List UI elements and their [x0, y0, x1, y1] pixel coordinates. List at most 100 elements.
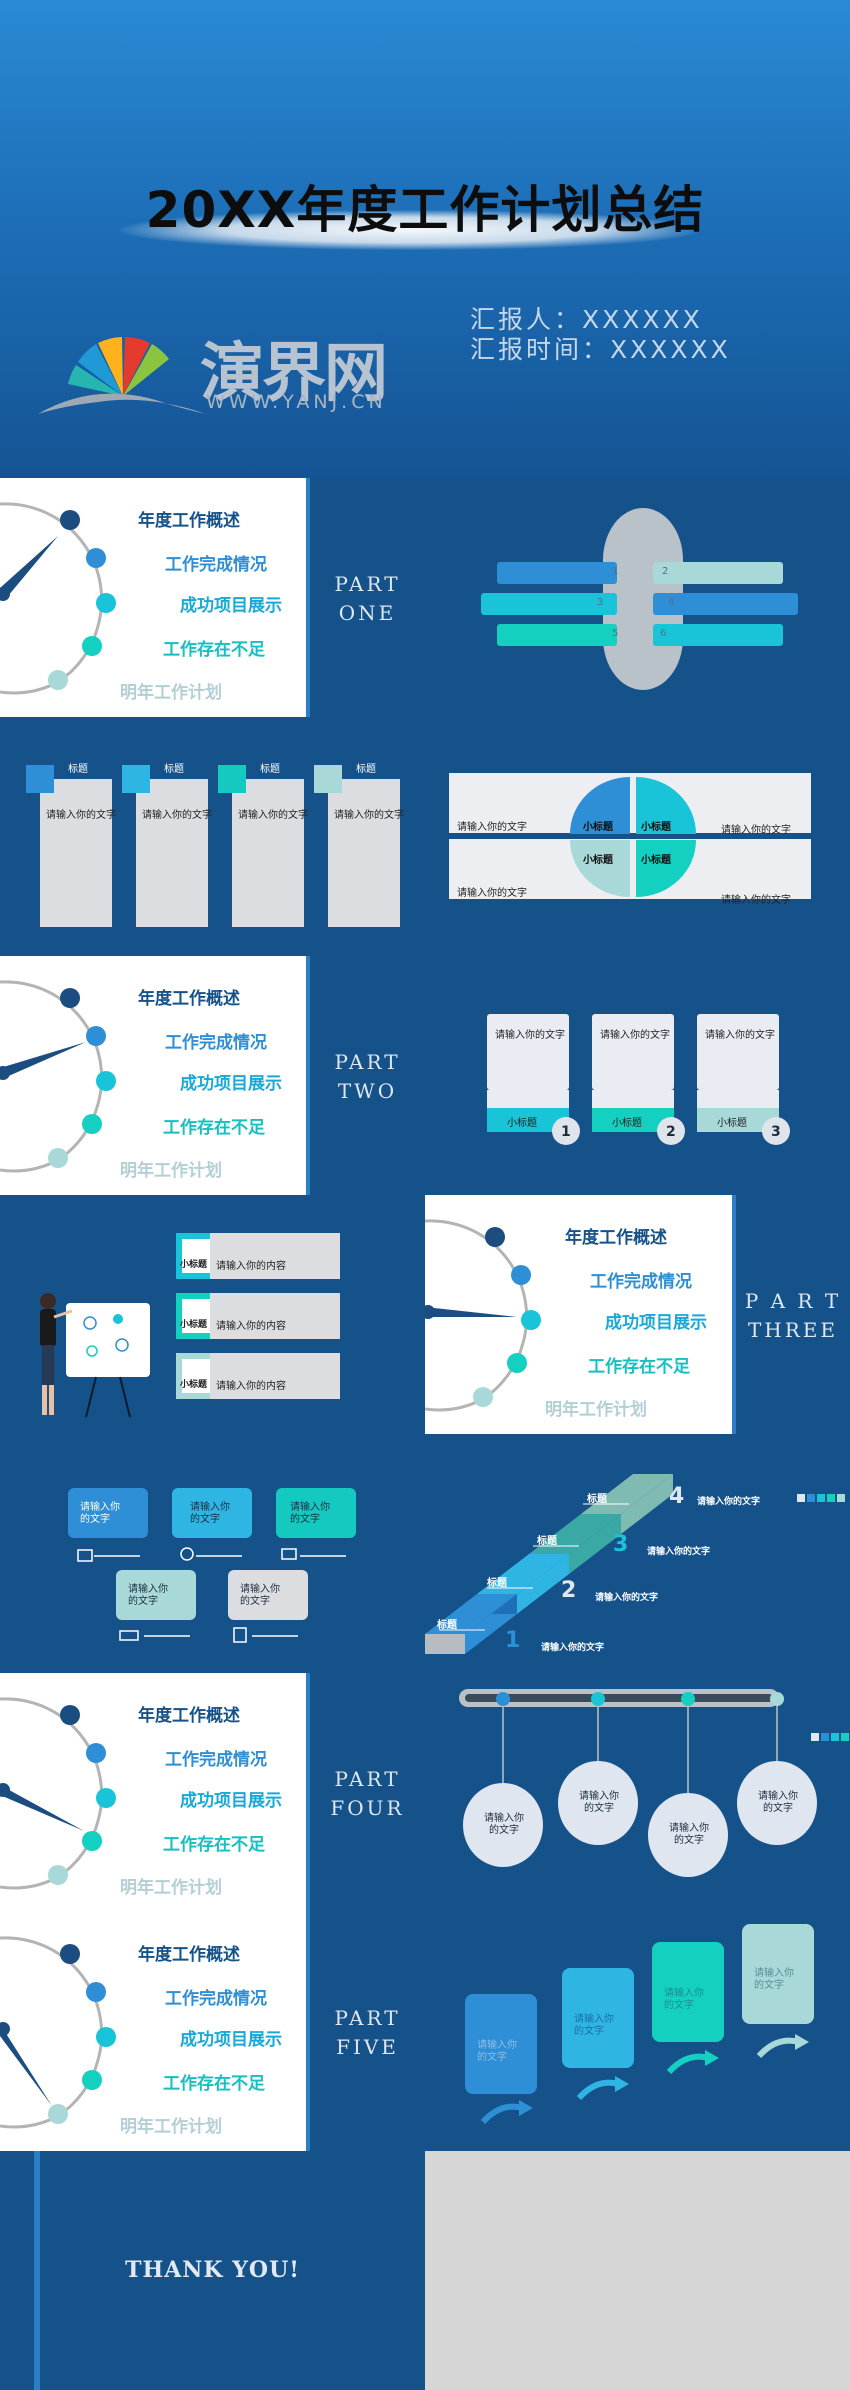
cover-slide: 20XX年度工作计划总结 汇报人：XXXXXX 汇报时间：XXXXXX 演界网 … [0, 0, 850, 478]
agenda-slide-3: 年度工作概述 工作完成情况 成功项目展示 工作存在不足 明年工作计划 [425, 1195, 732, 1434]
arrow-box-text-3: 请输入你的文字 [664, 1988, 704, 2011]
presenter-text-3: 请输入你的内容 [216, 1381, 286, 1392]
quad-center-1: 小标题 [583, 822, 613, 833]
menu-item-projects: 成功项目展示 [180, 1791, 282, 1811]
card-number-3: 3 [771, 1124, 781, 1140]
menu-item-overview: 年度工作概述 [565, 1228, 667, 1248]
menu-item-completion: 工作完成情况 [165, 1750, 267, 1770]
stair-number-4: 4 [669, 1484, 685, 1509]
presenter-tag-1: 小标题 [180, 1260, 208, 1270]
icon-box-text-5: 请输入你的文字 [240, 1584, 280, 1607]
menu-item-shortfalls: 工作存在不足 [163, 1118, 265, 1138]
bar-label-4: 4 [668, 597, 675, 608]
stairs-graphic [425, 1474, 845, 1654]
quad-center-3: 小标题 [583, 855, 613, 866]
icon-box-text-2: 请输入你的文字 [190, 1502, 230, 1525]
bar-label-5: 5 [612, 628, 619, 639]
presenter-text-1: 请输入你的内容 [216, 1261, 286, 1272]
menu-item-overview: 年度工作概述 [138, 1945, 240, 1965]
stair-label-1: 标题 [437, 1620, 457, 1631]
bars-slide: 1 2 3 4 5 6 [425, 478, 850, 717]
quad-center-2: 小标题 [641, 822, 671, 833]
arrow-box-text-2: 请输入你的文字 [574, 2014, 614, 2037]
quadrant-slide: 请输入你的文字 请输入你的文字 请输入你的文字 请输入你的文字 小标题 小标题 … [425, 717, 850, 956]
arrow-box-text-1: 请输入你的文字 [477, 2040, 517, 2063]
quad-text-4: 请输入你的文字 [721, 895, 791, 906]
menu-item-completion: 工作完成情况 [165, 1033, 267, 1053]
clock-dial [425, 1219, 541, 1412]
stair-text-1: 请输入你的文字 [541, 1643, 605, 1653]
quadrant-graphic [449, 773, 811, 899]
title-label-3: 标题 [260, 764, 280, 775]
title-highlight [120, 210, 700, 250]
bar-label-2: 2 [662, 566, 669, 577]
stair-label-2: 标题 [487, 1578, 507, 1589]
menu-item-next-plan: 明年工作计划 [545, 1400, 647, 1420]
arrows-slide: 请输入你的文字 请输入你的文字 请输入你的文字 请输入你的文字 [425, 1912, 850, 2151]
title-label-4: 标题 [356, 764, 376, 775]
stair-text-2: 请输入你的文字 [595, 1593, 659, 1603]
quad-text-2: 请输入你的文字 [721, 825, 791, 836]
clock-dial [0, 502, 116, 695]
cover-title: 20XX年度工作计划总结 [145, 181, 705, 239]
stair-number-1: 1 [505, 1628, 521, 1653]
stair-number-2: 2 [561, 1578, 577, 1603]
card-number-1: 1 [561, 1124, 571, 1140]
timeline-slide: 请输入你的文字 请输入你的文字 请输入你的文字 请输入你的文字 [425, 1673, 850, 1912]
menu-item-completion: 工作完成情况 [590, 1272, 692, 1292]
menu-item-next-plan: 明年工作计划 [120, 1878, 222, 1898]
menu-item-projects: 成功项目展示 [605, 1313, 707, 1333]
stair-text-4: 请输入你的文字 [697, 1497, 761, 1507]
reporter-info: 汇报人：XXXXXX 汇报时间：XXXXXX [470, 305, 731, 365]
cards-graphic [487, 1014, 790, 1145]
menu-item-overview: 年度工作概述 [138, 511, 240, 531]
timeline-text-4: 请输入你的文字 [758, 1791, 798, 1814]
arrows-graphic [465, 1924, 814, 2125]
cards-slide: 请输入你的文字 请输入你的文字 请输入你的文字 小标题 小标题 小标题 1 2 … [425, 956, 850, 1195]
logo-fan-icon [38, 337, 206, 414]
card-text-2: 请输入你的文字 [600, 1030, 670, 1041]
quad-text-3: 请输入你的文字 [457, 888, 527, 899]
menu-item-completion: 工作完成情况 [165, 1989, 267, 2009]
menu-item-shortfalls: 工作存在不足 [588, 1357, 690, 1377]
card-text-1: 请输入你的文字 [495, 1030, 565, 1041]
timeline-text-2: 请输入你的文字 [579, 1791, 619, 1814]
card-subtitle-3: 小标题 [717, 1118, 747, 1129]
accent-stripe [34, 2151, 40, 2390]
title-text-4: 请输入你的文字 [334, 810, 404, 821]
titles-graphic [26, 765, 400, 927]
timeline-graphic [459, 1689, 849, 1877]
menu-item-next-plan: 明年工作计划 [120, 2117, 222, 2137]
stair-label-4: 标题 [587, 1494, 607, 1505]
menu-item-projects: 成功项目展示 [180, 1074, 282, 1094]
reporter-line: 汇报人：XXXXXX [470, 305, 703, 334]
card-subtitle-2: 小标题 [612, 1118, 642, 1129]
presenter-graphic [40, 1233, 340, 1418]
card-number-2: 2 [666, 1124, 676, 1140]
icon-box-text-1: 请输入你的文字 [80, 1502, 120, 1525]
empty-slide [425, 2151, 850, 2390]
thank-you-text: THANK YOU! [125, 2257, 300, 2283]
agenda-slide-2: 年度工作概述 工作完成情况 成功项目展示 工作存在不足 明年工作计划 [0, 956, 306, 1195]
bar-label-1: 1 [612, 566, 619, 577]
agenda-slide-4: 年度工作概述 工作完成情况 成功项目展示 工作存在不足 明年工作计划 [0, 1673, 306, 1912]
presenter-tag-2: 小标题 [180, 1320, 208, 1330]
menu-item-shortfalls: 工作存在不足 [163, 1835, 265, 1855]
card-text-3: 请输入你的文字 [705, 1030, 775, 1041]
presenter-slide: 小标题 小标题 小标题 请输入你的内容 请输入你的内容 请输入你的内容 [0, 1195, 425, 1434]
quad-text-1: 请输入你的文字 [457, 822, 527, 833]
quad-center-4: 小标题 [641, 855, 671, 866]
icons-slide: 请输入你的文字 请输入你的文字 请输入你的文字 请输入你的文字 请输入你的文字 [0, 1434, 425, 1673]
title-text-2: 请输入你的文字 [142, 810, 212, 821]
titles-slide: 标题 标题 标题 标题 请输入你的文字 请输入你的文字 请输入你的文字 请输入你… [0, 717, 425, 956]
stair-number-3: 3 [613, 1532, 629, 1557]
